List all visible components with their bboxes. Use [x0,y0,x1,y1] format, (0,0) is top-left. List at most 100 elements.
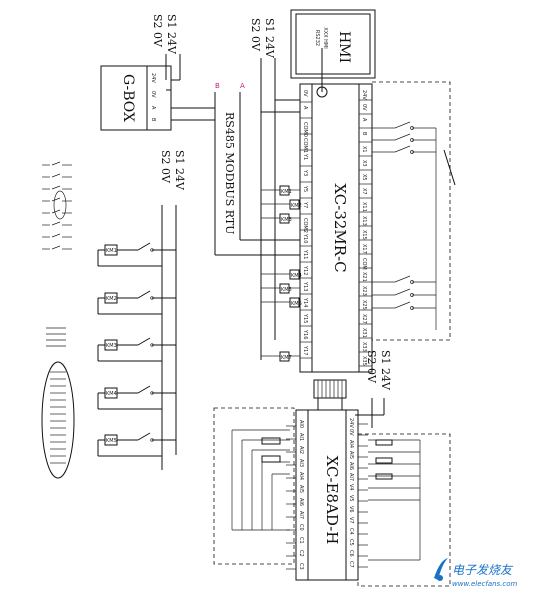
plc-relay-coil-label: KM2 [291,203,302,209]
expansion-right-terminal-label: C5 [348,539,354,546]
expansion-right-terminal-label: V5 [348,495,354,502]
bus-mark-b: B [215,82,220,90]
expansion-left-terminal-label: C0 [298,524,304,531]
supply-mid-s1: S1 24V [173,150,186,191]
gbox-term-3: A [150,106,156,110]
pushbutton-symbols-icon [41,327,75,479]
gbox-label: G-BOX [120,74,136,122]
expansion-left-terminal-label: AI7 [298,511,304,519]
expansion-left-terminal-label: AI0 [298,420,304,428]
plc-output-terminal-label: Y10 [302,233,308,243]
plc-output-terminal-label: Y15 [302,313,308,323]
plc-relay-coil-label: KM3 [281,217,292,223]
plc-input-terminal-label: X33 [361,342,367,352]
expansion-right-terminal-label: 24V [348,418,354,428]
gbox-term-2: 0V [150,91,156,98]
expansion-right-terminal-label: AI6 [348,462,354,470]
plc-output-terminal-label: Y11 [302,249,308,259]
plc-relay-coil-label: KM1 [281,189,292,195]
gbox-term-1: 24V [150,73,156,83]
plc-input-terminal-strip: 24V0VABX1X3X5X7X11X13X15X17COMX21X23X25X… [359,90,372,367]
plc-main: XC-32MR-C 24V0VABX1X3X5X7X11X13X15X17COM… [299,83,373,373]
plc-input-terminal-label: X13 [361,216,367,226]
plc-relay-coil-label: KM6 [291,301,302,307]
plc-output-terminal-label: COM1 [302,138,308,153]
plc-input-terminal-label: B [361,132,367,136]
plc-output-terminal-label: COM0 [302,122,308,137]
expansion-left-terminal-label: AI1 [298,433,304,441]
plc-output-terminal-label: Y1 [302,153,308,160]
plc-output-terminal-label: Y3 [302,169,308,176]
plc-input-terminal-label: X7 [361,188,367,195]
bus-mark-a: A [240,82,245,90]
plc-input-terminal-label: X5 [361,174,367,181]
plc-label: XC-32MR-C [331,183,349,272]
ladder-relay-coil-label: KM2 [106,296,117,302]
plc-output-terminal-label: 0V [302,90,308,97]
plc-relay-coil-label: KM4 [291,273,302,279]
expansion-right-terminal-label: V4 [348,484,354,491]
watermark-url: www.elecfans.com [452,580,518,588]
ladder-relay-coil-label: KM4 [106,391,117,397]
expansion-right-terminal-label: 0V [348,429,354,436]
expansion-right-terminal-label: V6 [348,506,354,513]
plc-input-terminal-label: X3 [361,160,367,167]
plc-input-terminal-label: X11 [361,202,367,212]
expansion-right-terminal-label: C7 [348,561,354,568]
plc-input-terminal-label: 24V [361,90,367,100]
plc-output-terminal-label: A [302,106,308,110]
hmi-fine-print-2: RS232 [314,30,320,46]
supply-mid-left: S1 24V S2 0V [159,150,186,470]
rs485-bus: B A RS485 MODBUS RTU [214,82,300,256]
plc-input-terminal-label: COM [361,258,367,270]
plc-input-terminal-label: X17 [361,244,367,254]
plc-input-terminal-label: X27 [361,314,367,324]
watermark-text: 电子发烧友 [452,563,514,577]
expansion-right-terminal-label: C4 [348,528,354,535]
expansion-left-terminal-label: AI6 [298,498,304,506]
expansion-left-terminal-label: C1 [298,537,304,544]
plc-output-terminal-label: Y12 [302,265,308,275]
plc-output-terminal-label: Y5 [302,185,308,192]
analog-left-wiring [231,429,290,531]
supply-mid-s2: S2 0V [159,150,172,184]
bus-label: RS485 MODBUS RTU [223,112,236,235]
expansion-right-terminal-label: AI5 [348,451,354,459]
ladder-relay-coil-label: KM3 [106,343,117,349]
analog-right-wiring [368,439,421,561]
supply-exp-s1: S1 24V [379,350,392,391]
plc-output-terminal-label: Y16 [302,329,308,339]
expansion-connector [313,379,347,410]
plc-input-terminal-label: X25 [361,300,367,310]
supply-top-center: S1 24V S2 0V [249,18,300,360]
plc-output-terminal-label: COM2 [302,218,308,233]
plc-input-terminal-label: X15 [361,230,367,240]
expansion-right-terminal-label: C6 [348,550,354,557]
plc-input-terminal-label: X21 [361,272,367,282]
gbox-module: G-BOX 24V 0V A B [100,65,215,131]
supply-top-left: S1 24V S2 0V [151,14,181,80]
expansion-right-terminal-label: AI7 [348,473,354,481]
plc-input-terminal-label: X1 [361,146,367,153]
supply-exp-s2: S2 0V [365,350,378,384]
watermark: 电子发烧友 www.elecfans.com [434,558,518,588]
plc-output-terminal-label: Y7 [302,201,308,208]
expansion-left-terminal-label: C2 [298,550,304,557]
expansion-label: XC-E8AD-H [323,456,341,545]
supply-center-s1: S1 24V [263,18,276,59]
plc-output-terminal-label: Y14 [302,297,308,307]
expansion-module: XC-E8AD-H AI0AI1AI2AI3AI4AI5AI6AI7C0C1C2… [286,409,368,581]
expansion-right-terminal-label: V7 [348,517,354,524]
plc-output-terminal-label: Y13 [302,281,308,291]
input-switch-group [371,81,456,341]
hmi-connector [316,86,328,98]
ladder-relay-coil-label: KM5 [106,438,117,444]
plc-input-terminal-label: 0V [361,104,367,111]
supply-s1-label: S1 24V [165,14,178,55]
gbox-term-4: B [150,118,156,122]
plc-output-terminal-label: Y17 [302,345,308,355]
plc-relay-coil-label: KM7 [281,355,292,361]
